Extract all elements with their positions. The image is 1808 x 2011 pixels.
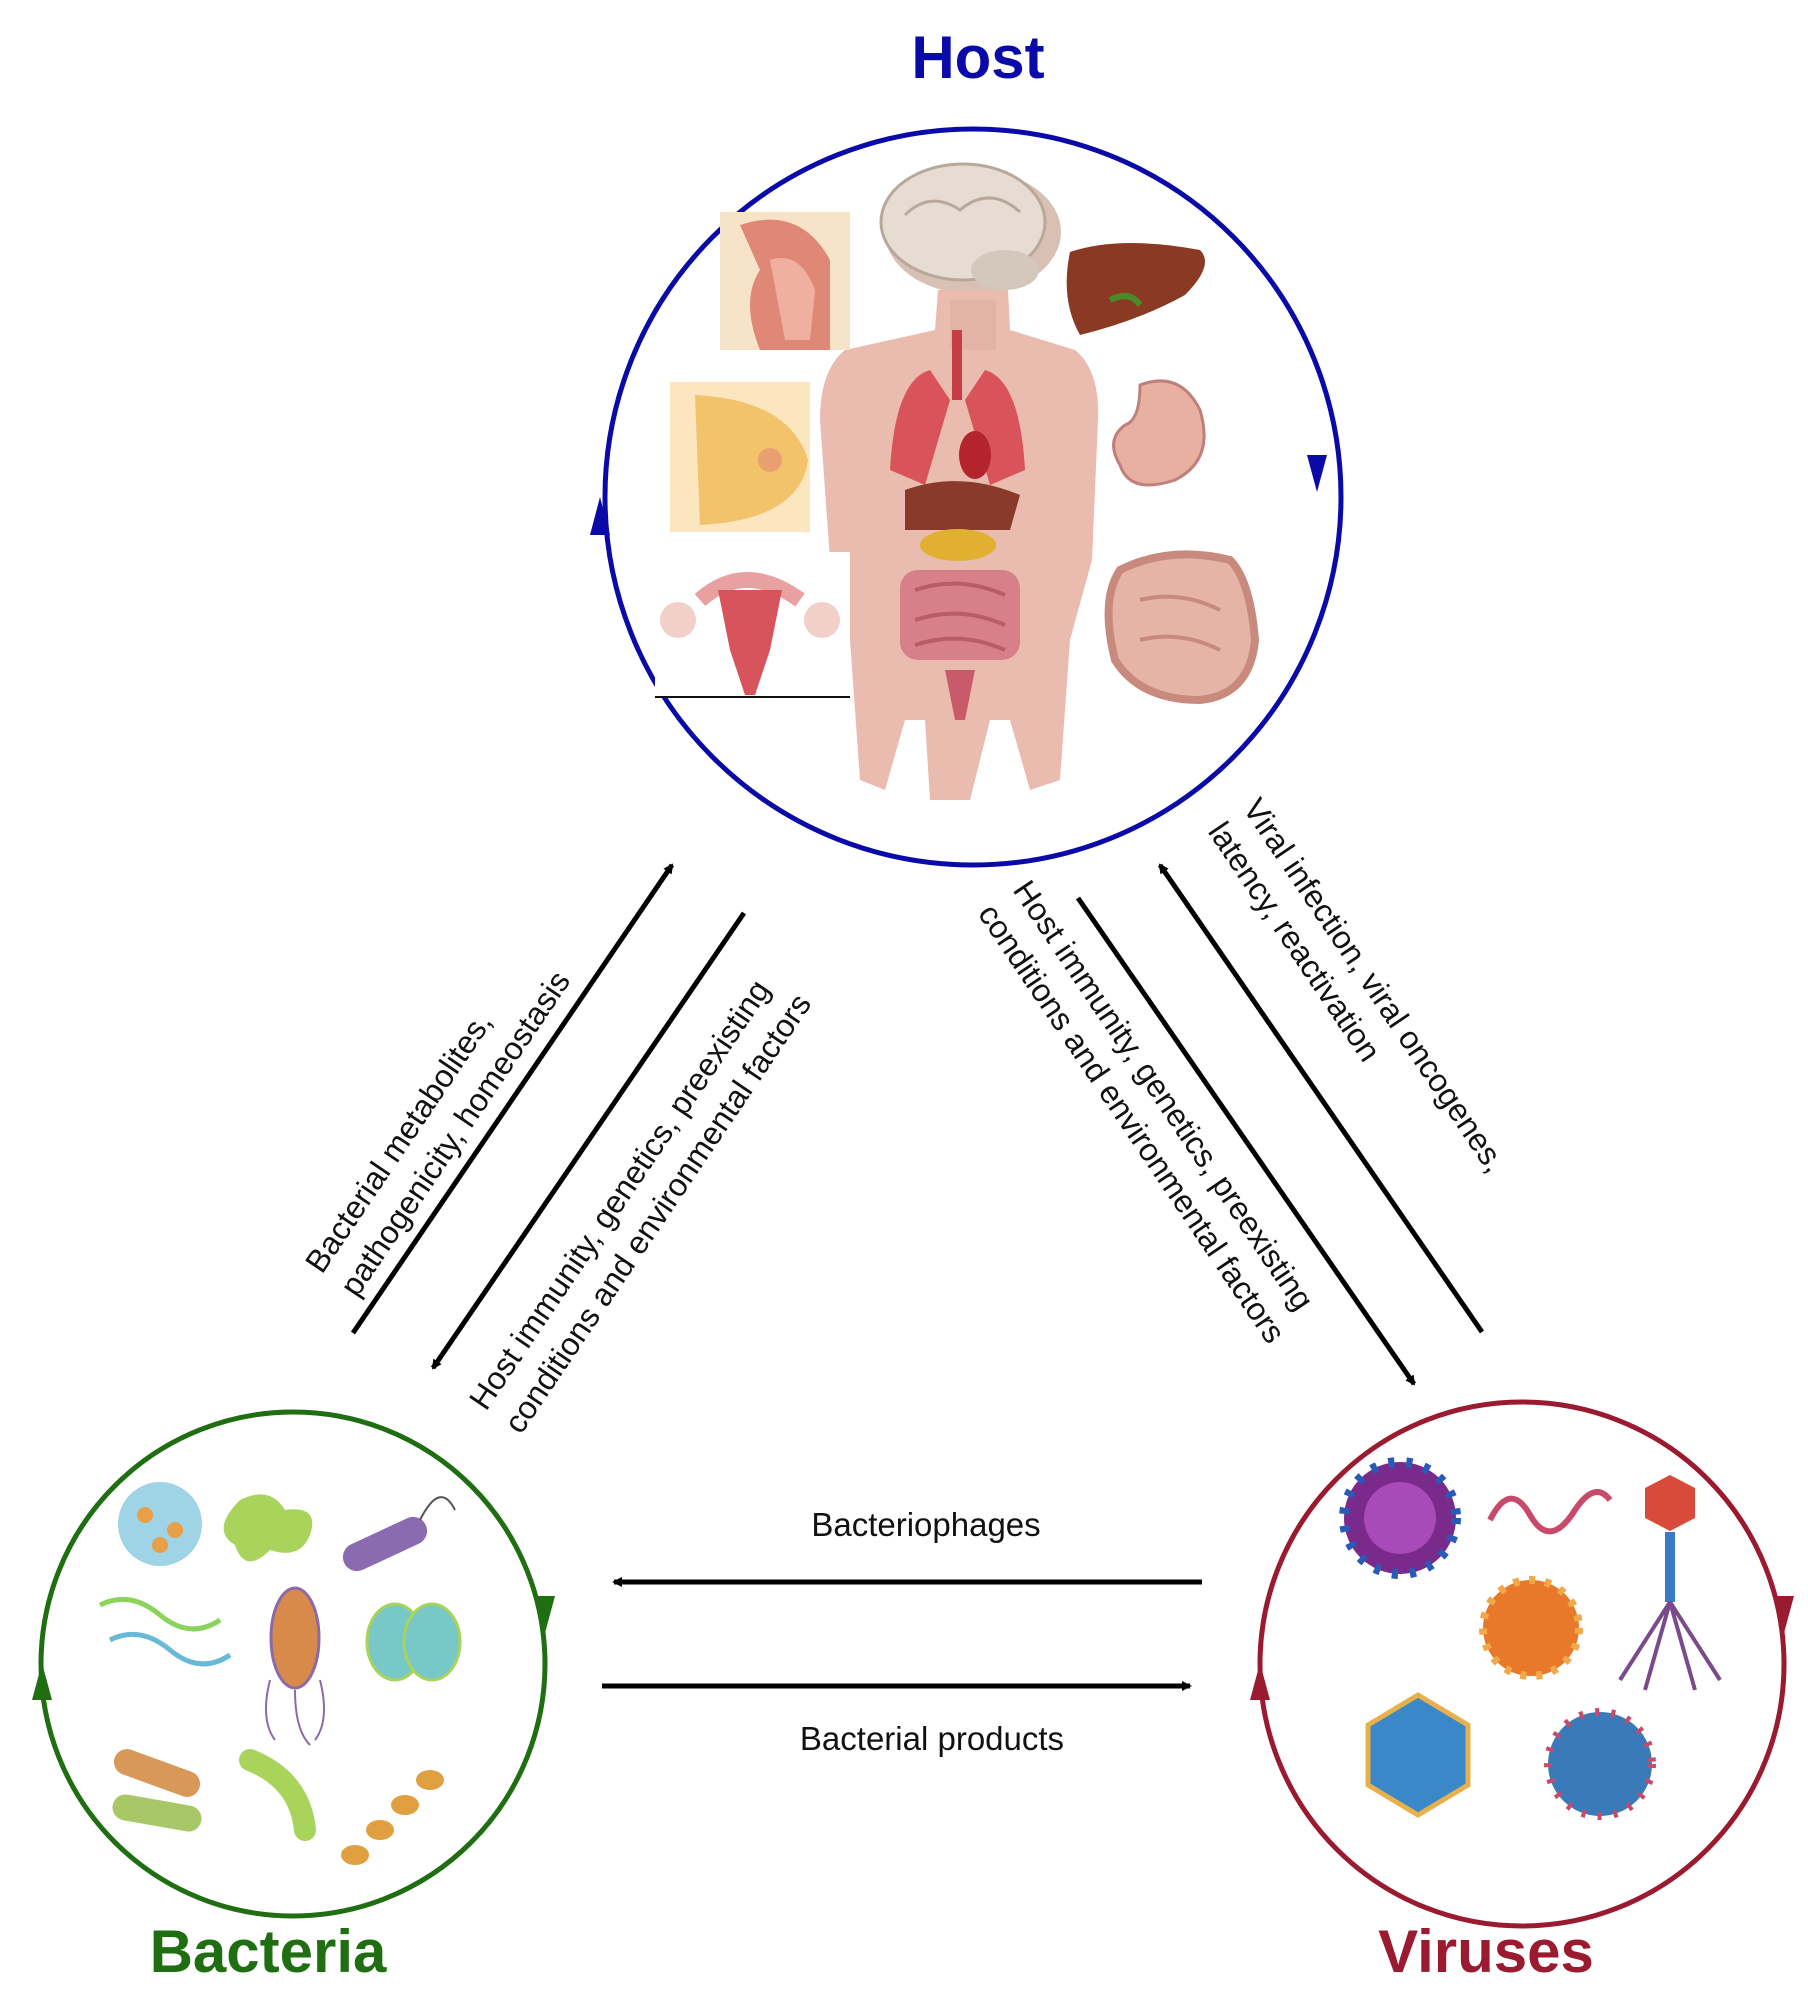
spiked-virus-icon	[1339, 1457, 1461, 1579]
breast-icon	[670, 382, 810, 532]
bacteria-cycle	[32, 1409, 555, 1919]
edge-bacteria-to-viruses: Bacterial products	[602, 1681, 1192, 1757]
host-cycle-arrowhead-left	[590, 497, 610, 535]
stomach-icon	[1112, 379, 1206, 487]
arrow-bacteria-to-host	[350, 863, 675, 1335]
edge-bacteria-to-host-line-2: pathogenicity, homeostasis	[333, 964, 577, 1302]
rna-strand-icon	[1487, 1489, 1613, 1535]
diplococcus-icon	[365, 1602, 462, 1682]
bacteria-circle	[38, 1409, 548, 1919]
amoeba-icon	[223, 1494, 313, 1562]
edge-viruses-to-bacteria-label: Bacteriophages	[811, 1506, 1040, 1543]
edge-viruses-to-bacteria: Bacteriophages	[612, 1506, 1202, 1587]
arrow-viruses-to-host	[1157, 863, 1485, 1334]
lungs-icon	[890, 330, 1025, 485]
viruses-cycle-arrowhead-left	[1250, 1663, 1270, 1700]
edge-viruses-to-host-line-1: Viral infection, viral oncogenes,	[1236, 792, 1513, 1179]
edge-host-to-bacteria: Host immunity, genetics, preexisting con…	[430, 911, 818, 1439]
viruses-cycle-arrowhead-right	[1774, 1596, 1794, 1633]
host-cycle-arrowhead-right	[1307, 455, 1327, 492]
arrow-host-to-viruses	[1075, 896, 1417, 1386]
colon-icon	[1104, 550, 1260, 705]
coccus-icon	[118, 1482, 202, 1566]
bacteriophage-icon	[1618, 1475, 1722, 1691]
vibrio-icon	[239, 1749, 316, 1841]
edge-bacteria-to-viruses-label: Bacterial products	[800, 1720, 1064, 1757]
viruses-title: Viruses	[1378, 1918, 1594, 1985]
round-virus-icon	[1479, 1576, 1583, 1680]
icosahedral-virus-icon	[1365, 1692, 1471, 1818]
corona-virus-icon	[1544, 1708, 1656, 1820]
edge-bacteria-to-host-label: Bacterial metabolites, pathogenicity, ho…	[298, 941, 577, 1303]
brain-icon	[879, 162, 1047, 290]
uterus-icon	[655, 552, 850, 698]
streptobacillus-icon	[341, 1770, 444, 1865]
host-cycle	[590, 126, 1344, 868]
bacillus-icon	[112, 1749, 202, 1832]
flagellated-bacillus-icon	[342, 1496, 456, 1572]
liver-icon	[1066, 242, 1205, 335]
viruses-cycle	[1250, 1399, 1794, 1929]
spirochete-icon	[98, 1596, 232, 1667]
peritrichous-bacterium-icon	[265, 1586, 325, 1746]
bacteria-title: Bacteria	[150, 1918, 387, 1985]
edge-host-to-viruses-label: Host immunity, genetics, preexisting con…	[971, 874, 1327, 1350]
bacteria-cycle-arrowhead-left	[32, 1663, 52, 1700]
arrow-host-to-bacteria	[430, 911, 747, 1370]
head-neck-icon	[720, 212, 850, 350]
intestine-icon	[900, 481, 1020, 720]
edge-host-to-viruses-line-2: conditions and environmental factors	[971, 897, 1292, 1349]
bacteria-cycle-arrowhead-right	[535, 1596, 555, 1633]
host-circle	[602, 126, 1344, 868]
host-title: Host	[911, 24, 1044, 91]
